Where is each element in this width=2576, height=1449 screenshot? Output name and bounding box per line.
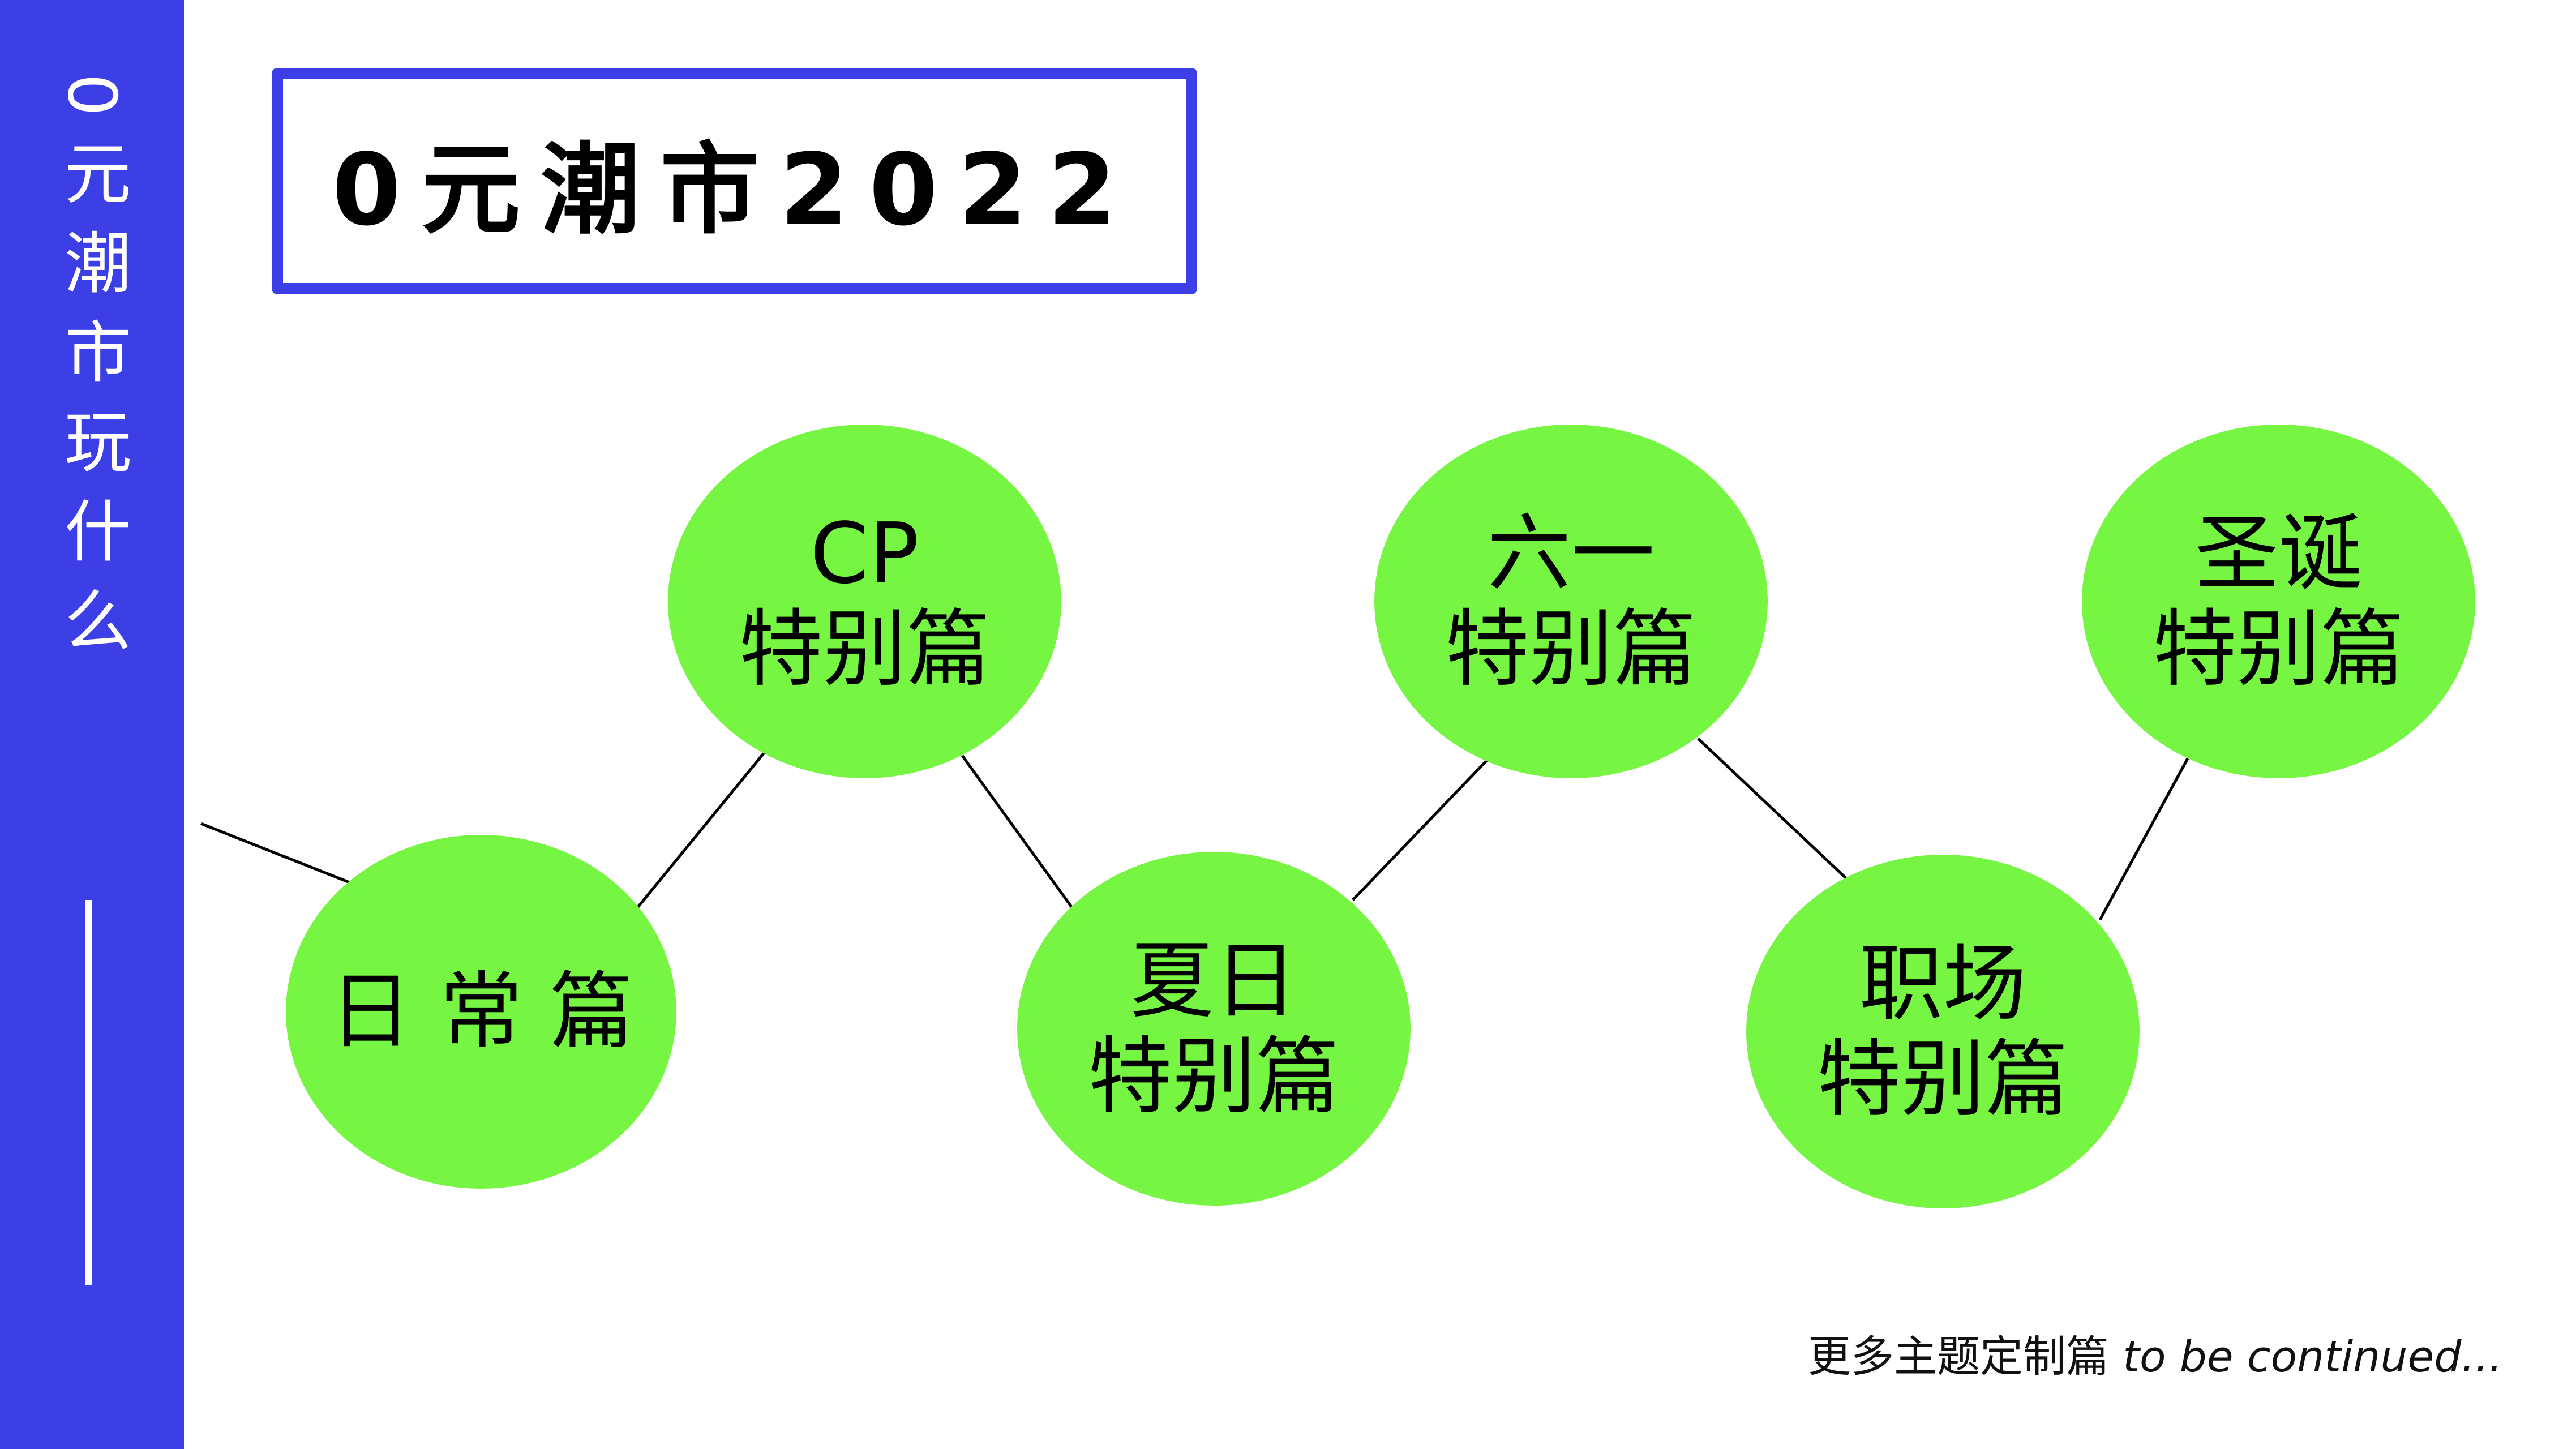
node-children-label: 六一 特别篇 [1445,504,1697,698]
footer-note-zh: 更多主题定制篇 [1808,1331,2110,1382]
connector-daily-cp [636,752,765,910]
footer-note-en: to be continued... [2123,1331,2502,1382]
connector-cp-summer [961,754,1074,910]
node-workplace-label: 职场 特别篇 [1817,934,2069,1128]
node-daily-label: 日 常 篇 [328,963,634,1061]
node-children: 六一 特别篇 [1374,425,1768,778]
footer-note: 更多主题定制篇 to be continued... [1808,1322,2502,1384]
node-summer: 夏日 特别篇 [1017,852,1411,1206]
node-christmas-label: 圣诞 特别篇 [2153,504,2404,698]
sidebar-dash-line [85,900,92,1285]
node-summer-label: 夏日 特别篇 [1088,932,1340,1125]
title-box: 0元潮市2022 [272,68,1197,294]
node-daily: 日 常 篇 [286,835,676,1189]
sidebar-vertical-title: 0元潮市玩什么 [53,74,131,676]
connector-workplace-christmas [2098,757,2189,921]
sidebar: 0元潮市玩什么 [0,0,184,1449]
node-workplace: 职场 特别篇 [1746,855,2140,1208]
connector-summer-children [1352,757,1490,901]
node-christmas: 圣诞 特别篇 [2082,425,2475,778]
node-cp: CP 特别篇 [668,425,1061,778]
connector-children-workplace [1697,738,1849,881]
sidebar-vertical-title-wrap: 0元潮市玩什么 [0,74,184,1291]
node-cp-label: CP 特别篇 [739,504,991,698]
connector-start-daily [200,822,352,885]
page-title: 0元潮市2022 [332,132,1137,248]
